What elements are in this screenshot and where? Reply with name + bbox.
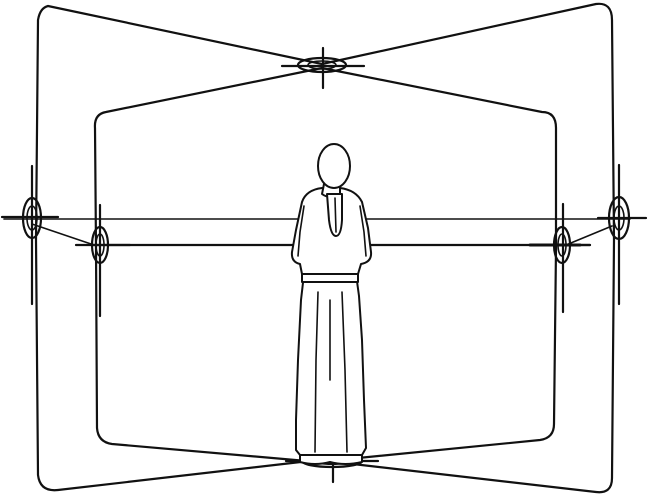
right-outer-sight-ring: [596, 163, 648, 306]
top-sight-ring: [280, 46, 366, 90]
figure-feet: [299, 454, 363, 465]
left-inner-sight-ring: [74, 203, 132, 318]
figure-head: [317, 143, 351, 189]
left-diagonal-link: [31, 223, 95, 246]
left-outer-sight-ring: [0, 164, 60, 306]
figure-left-arm: [297, 205, 305, 257]
inner-wire-frame: [93, 66, 558, 464]
right-inner-sight-ring: [538, 202, 592, 314]
figure-robe: [295, 273, 367, 456]
standing-robed-figure: [290, 143, 373, 465]
figure-scarf-tail: [326, 193, 343, 237]
right-diagonal-link: [565, 225, 613, 246]
outer-wire-frame: [34, 2, 616, 494]
robe-fold-2: [341, 291, 348, 453]
scarf-center-line: [334, 197, 337, 233]
robe-fold-1: [314, 291, 319, 453]
figure-right-arm: [359, 205, 367, 257]
